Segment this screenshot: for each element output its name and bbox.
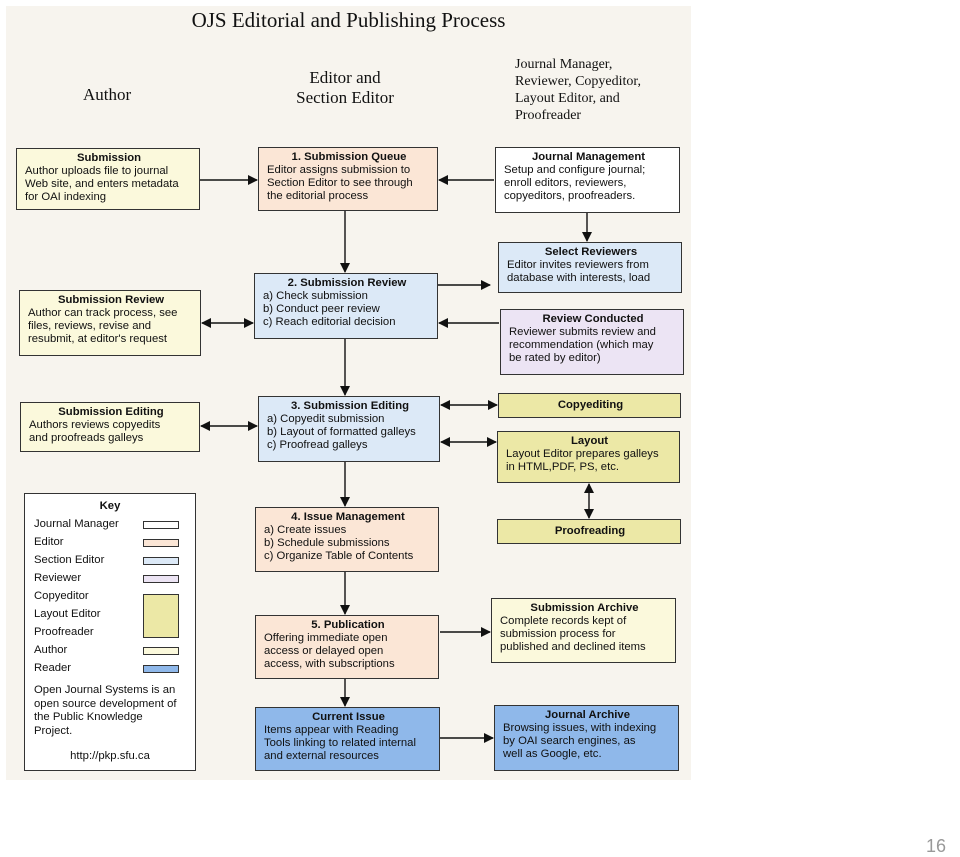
legend-label: Reviewer xyxy=(34,572,82,584)
box-journal-archive: Journal Archive Browsing issues, with in… xyxy=(494,705,679,771)
box-submission-archive: Submission Archive Complete records kept… xyxy=(491,598,676,663)
box-body: Offering immediate open access or delaye… xyxy=(264,632,395,670)
legend-swatch-author xyxy=(143,647,179,655)
diagram-title: OJS Editorial and Publishing Process xyxy=(191,8,506,32)
legend-row: Reviewer xyxy=(34,572,81,584)
box-title: Journal Management xyxy=(532,151,645,163)
legend-swatch-reader xyxy=(143,665,179,673)
box-body: Items appear with Reading Tools linking … xyxy=(264,724,416,762)
box-layout: Layout Layout Editor prepares galleys in… xyxy=(497,431,680,483)
box-title: Copyediting xyxy=(557,399,624,411)
box-body: Setup and configure journal; enroll edit… xyxy=(504,164,646,202)
column-header-editor: Editor and Section Editor xyxy=(296,68,394,107)
box-body: Browsing issues, with indexing by OAI se… xyxy=(503,722,657,760)
box-submission-queue: 1. Submission Queue Editor assigns submi… xyxy=(258,147,438,211)
box-body: Editor assigns submission to Section Edi… xyxy=(267,164,413,202)
box-journal-management: Journal Management Setup and configure j… xyxy=(495,147,680,213)
legend-row: Copyeditor xyxy=(34,590,89,602)
box-select-reviewers: Select Reviewers Editor invites reviewer… xyxy=(498,242,682,293)
box-body: Authors reviews copyedits and proofreads… xyxy=(29,419,161,444)
legend-swatch-copy-layout-proof xyxy=(143,594,179,638)
box-title: Proofreading xyxy=(554,525,626,537)
box-current-issue: Current Issue Items appear with Reading … xyxy=(255,707,440,771)
page-number: 16 xyxy=(925,836,946,856)
box-title: Review Conducted xyxy=(542,313,644,325)
legend-key: Key Journal Manager Editor Section Edito… xyxy=(24,493,196,771)
box-publication: 5. Publication Offering immediate open a… xyxy=(255,615,439,679)
legend-label: Proofreader xyxy=(34,626,94,638)
legend-title: Key xyxy=(99,500,121,512)
box-title: Layout xyxy=(570,435,609,447)
legend-swatch-reviewer xyxy=(143,575,179,583)
legend-label: Author xyxy=(34,644,68,656)
box-issue-management: 4. Issue Management a) Create issues b) … xyxy=(255,507,439,572)
legend-row: Journal Manager xyxy=(34,518,119,530)
box-title: 4. Issue Management xyxy=(291,511,405,523)
column-header-author: Author xyxy=(83,85,132,104)
box-body: a) Create issues b) Schedule submissions… xyxy=(264,524,414,562)
box-body: a) Copyedit submission b) Layout of form… xyxy=(267,413,416,451)
box-title: 2. Submission Review xyxy=(287,277,407,289)
box-body: Complete records kept of submission proc… xyxy=(500,615,646,653)
box-title: Submission Archive xyxy=(530,602,639,614)
box-body: Author uploads file to journal Web site,… xyxy=(25,165,179,203)
box-author-submission-review: Submission Review Author can track proce… xyxy=(19,290,201,356)
box-title: 5. Publication xyxy=(311,619,385,631)
box-body: Reviewer submits review and recommendati… xyxy=(509,326,656,364)
legend-row: Editor xyxy=(34,536,64,548)
box-title: Submission Review xyxy=(57,294,165,306)
box-proofreading: Proofreading xyxy=(497,519,681,544)
box-body: Author can track process, see files, rev… xyxy=(28,307,178,345)
legend-row: Layout Editor xyxy=(34,608,101,620)
legend-row: Author xyxy=(34,644,67,656)
box-author-submission: Submission Author uploads file to journa… xyxy=(16,148,200,210)
box-body: Editor invites reviewers from database w… xyxy=(507,259,651,284)
legend-swatch-section-editor xyxy=(143,557,179,565)
box-title: Submission Editing xyxy=(58,406,164,418)
legend-label: Copyeditor xyxy=(34,590,89,602)
box-body: Layout Editor prepares galleys in HTML,P… xyxy=(506,448,659,473)
legend-url: http://pkp.sfu.ca xyxy=(70,750,150,762)
box-title: Select Reviewers xyxy=(544,246,638,258)
box-body: a) Check submission b) Conduct peer revi… xyxy=(263,290,396,328)
legend-swatch-editor xyxy=(143,539,179,547)
box-submission-editing: 3. Submission Editing a) Copyedit submis… xyxy=(258,396,440,462)
legend-label: Journal Manager xyxy=(34,518,119,530)
legend-label: Section Editor xyxy=(34,554,105,566)
box-copyediting: Copyediting xyxy=(498,393,681,418)
box-title: Submission xyxy=(76,152,142,164)
box-review-conducted: Review Conducted Reviewer submits review… xyxy=(500,309,684,375)
box-submission-review: 2. Submission Review a) Check submission… xyxy=(254,273,438,339)
box-title: Journal Archive xyxy=(545,709,630,721)
legend-label: Layout Editor xyxy=(34,608,101,620)
box-title: 3. Submission Editing xyxy=(291,400,409,412)
legend-note: Open Journal Systems is an open source d… xyxy=(34,684,177,737)
legend-swatch-journal-manager xyxy=(143,521,179,529)
box-title: 1. Submission Queue xyxy=(291,151,407,163)
legend-row: Section Editor xyxy=(34,554,104,566)
legend-row: Reader xyxy=(34,662,71,674)
box-author-submission-editing: Submission Editing Authors reviews copye… xyxy=(20,402,200,452)
box-title: Current Issue xyxy=(312,711,385,723)
legend-row: Proofreader xyxy=(34,626,94,638)
legend-label: Editor xyxy=(34,536,64,548)
legend-label: Reader xyxy=(34,662,72,674)
column-header-others: Journal Manager, Reviewer, Copyeditor, L… xyxy=(515,57,642,123)
